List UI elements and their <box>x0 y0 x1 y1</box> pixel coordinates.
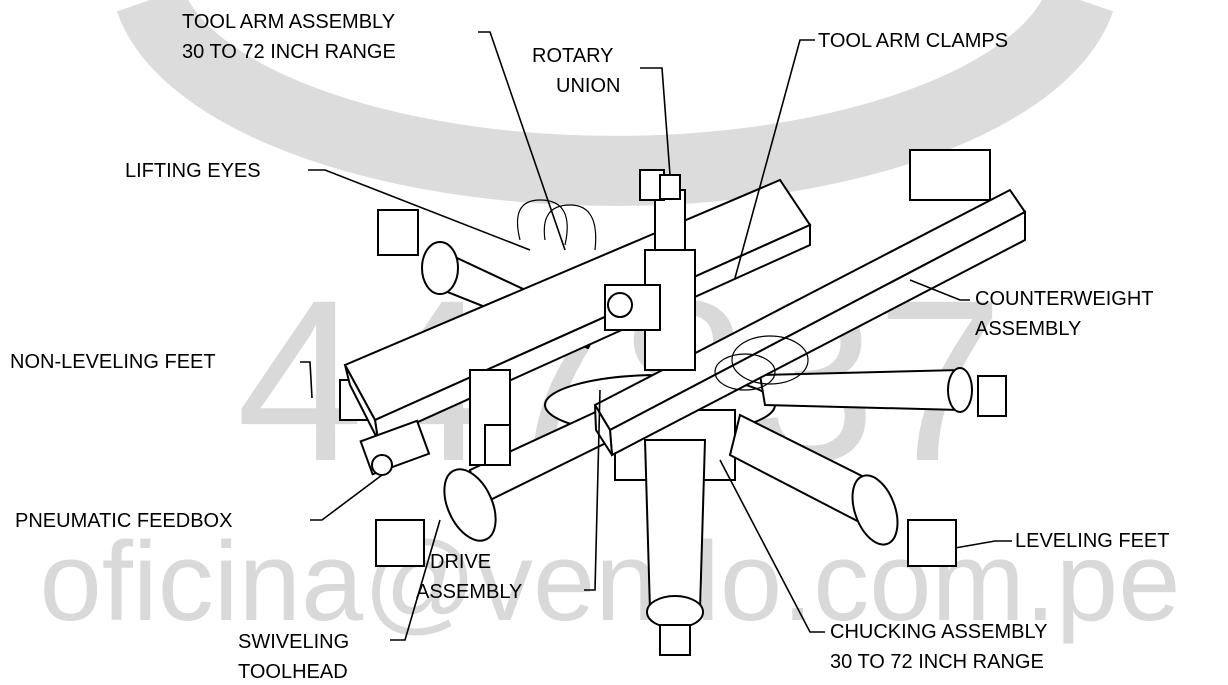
leader-tool-arm <box>478 31 566 251</box>
leader-leveling-feet <box>954 540 1012 549</box>
leader-non-leveling-feet <box>300 361 313 399</box>
label-counterweight-line2: ASSEMBLY <box>975 318 1081 340</box>
label-lifting-eyes: LIFTING EYES <box>125 160 261 182</box>
foot-back <box>377 209 419 256</box>
leader-swiveling <box>390 519 441 641</box>
leader-tool-arm-clamps <box>734 39 815 279</box>
label-chucking-line1: CHUCKING ASSEMBLY <box>830 621 1047 643</box>
label-drive-line1: DRIVE <box>430 551 491 573</box>
counterweight-block <box>909 149 991 201</box>
label-non-leveling-feet: NON-LEVELING FEET <box>10 351 216 373</box>
label-swiveling-line2: TOOLHEAD <box>238 661 348 683</box>
label-tool-arm-line2: 30 TO 72 INCH RANGE <box>182 41 396 63</box>
watermark-arc <box>116 0 1114 206</box>
label-swiveling-line1: SWIVELING <box>238 631 349 653</box>
lifting-eyes-shapes <box>516 199 809 391</box>
foot-right <box>977 375 1007 417</box>
leader-drive-assembly <box>584 389 601 591</box>
callouts: TOOL ARM ASSEMBLY 30 TO 72 INCH RANGE RO… <box>10 11 1170 683</box>
label-tool-arm-clamps: TOOL ARM CLAMPS <box>818 30 1008 52</box>
foot-bottom <box>659 624 691 656</box>
leader-counterweight <box>909 279 970 301</box>
watermark-email: oficina@vendo.com.pe <box>40 519 1181 644</box>
counterweight-beam <box>593 149 1027 457</box>
machine-drawing <box>339 149 1027 656</box>
leader-pneumatic-feedbox <box>310 474 383 521</box>
label-leveling-feet: LEVELING FEET <box>1015 530 1170 552</box>
leveling-foot-right <box>907 519 957 567</box>
leader-lines <box>300 31 1012 641</box>
label-pneumatic-feedbox: PNEUMATIC FEEDBOX <box>15 510 232 532</box>
leveling-foot-left <box>375 519 425 567</box>
label-tool-arm-line1: TOOL ARM ASSEMBLY <box>182 11 395 33</box>
leg-right <box>758 368 961 412</box>
leader-rotary-union <box>640 67 671 176</box>
leader-chucking <box>719 459 825 633</box>
label-rotary-line2: UNION <box>556 75 620 97</box>
label-counterweight-line1: COUNTERWEIGHT <box>975 288 1154 310</box>
label-chucking-line2: 30 TO 72 INCH RANGE <box>830 651 1044 673</box>
leader-lifting-eyes <box>308 169 531 251</box>
label-drive-line2: ASSEMBLY <box>416 581 522 603</box>
feet <box>339 209 1007 656</box>
pneumatic-feedbox-shape <box>359 419 431 476</box>
leg-front-center <box>643 439 707 611</box>
label-rotary-line1: ROTARY <box>532 45 614 67</box>
swiveling-toolhead-shape <box>469 369 511 466</box>
